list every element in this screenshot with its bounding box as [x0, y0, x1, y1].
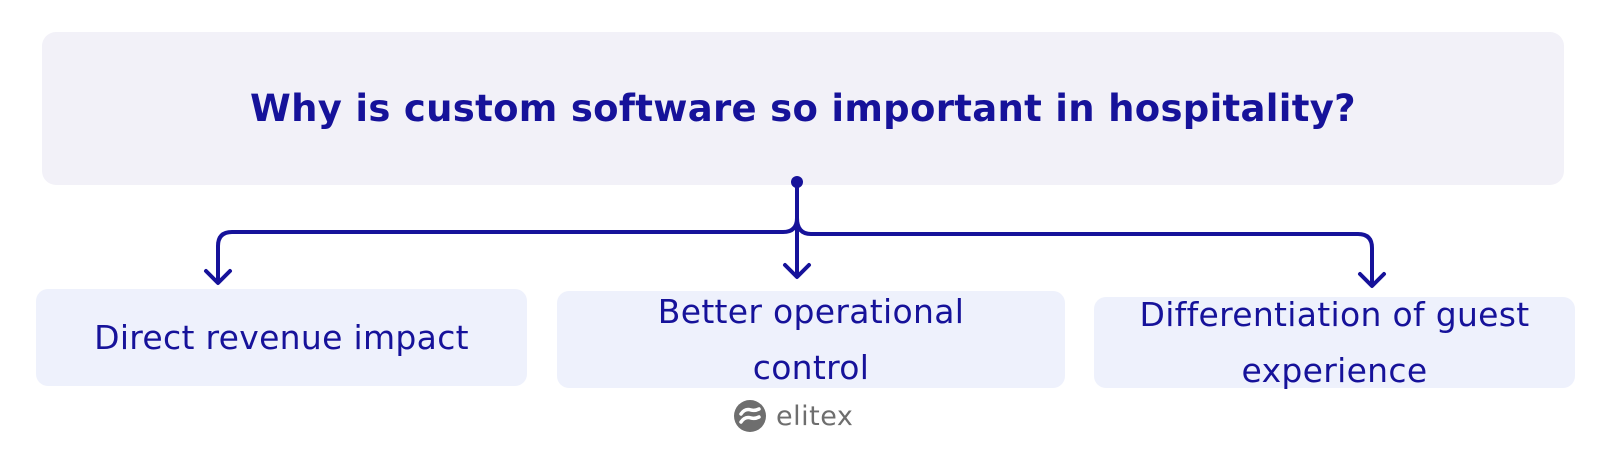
arrowhead-left — [204, 269, 232, 285]
brand-name: elitex — [776, 400, 854, 432]
diagram-title: Why is custom software so important in h… — [250, 87, 1356, 130]
brand-logo: elitex — [733, 398, 853, 434]
arrowhead-right — [1358, 272, 1386, 288]
elitex-logo-icon — [734, 400, 766, 432]
arrowhead-center — [783, 263, 811, 279]
node-guest-experience: Differentiation of guest experience — [1094, 295, 1575, 390]
branch-left — [216, 216, 799, 284]
branch-right — [795, 216, 1374, 287]
stem-dot — [791, 176, 803, 188]
title-box: Why is custom software so important in h… — [42, 32, 1564, 185]
node-direct-revenue: Direct revenue impact — [36, 289, 527, 386]
node-label: Better operational control — [657, 291, 965, 387]
node-label: Differentiation of guest experience — [1139, 294, 1530, 390]
node-operational-control: Better operational control — [557, 291, 1065, 388]
node-label: Direct revenue impact — [94, 317, 469, 357]
